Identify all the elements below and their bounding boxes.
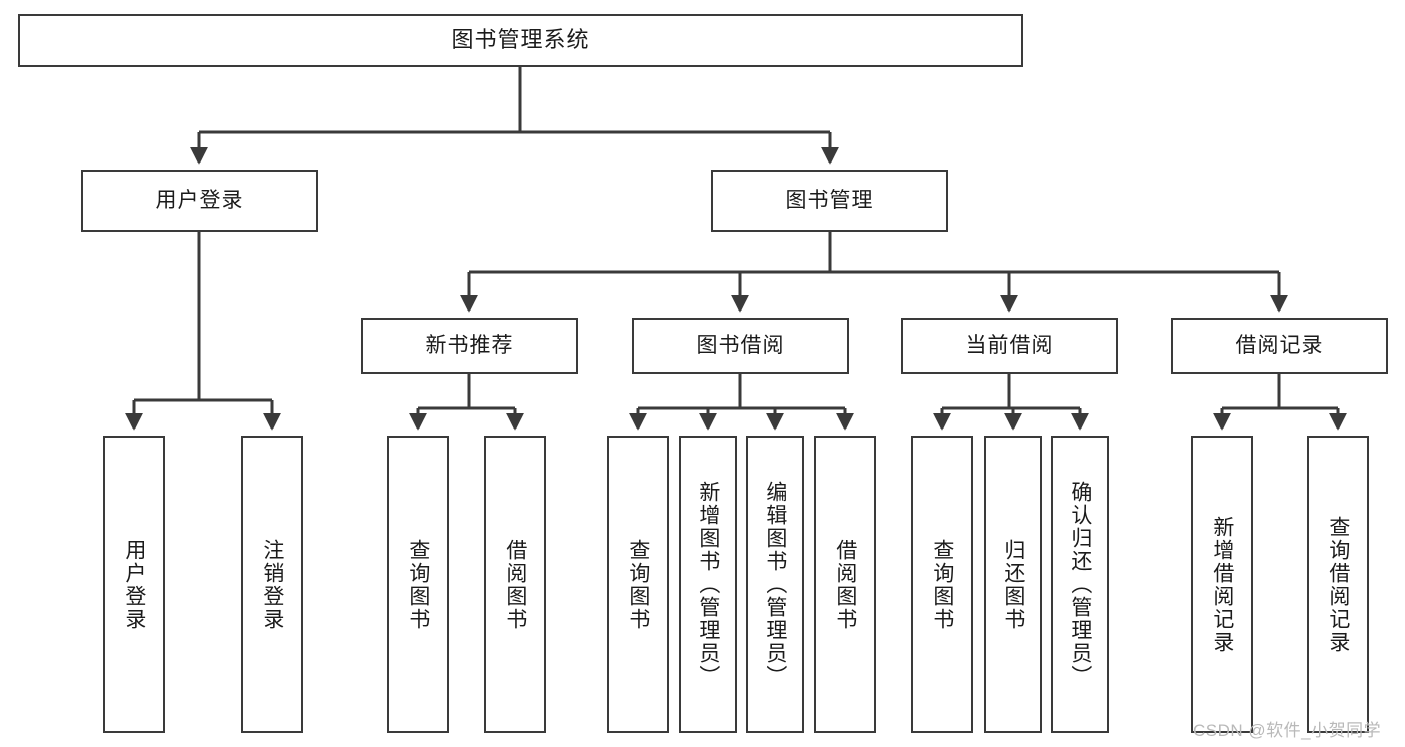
node-user-login[interactable]: 用户登录	[81, 170, 318, 232]
leaf-leaf-query-record[interactable]: 查询借阅记录	[1307, 436, 1369, 733]
leaf-label: 用户登录	[122, 538, 146, 631]
leaf-leaf-return-book[interactable]: 归还图书	[984, 436, 1042, 733]
leaf-leaf-confirm-return[interactable]: 确认归还（管理员）	[1051, 436, 1109, 733]
leaf-label: 归还图书	[1001, 538, 1025, 631]
leaf-label: 借阅图书	[503, 538, 527, 631]
leaf-leaf-user-login[interactable]: 用户登录	[103, 436, 165, 733]
node-new-book-recommend[interactable]: 新书推荐	[361, 318, 578, 374]
node-label: 新书推荐	[425, 334, 514, 358]
leaf-label: 新增图书（管理员）	[696, 481, 720, 688]
node-borrow-record[interactable]: 借阅记录	[1171, 318, 1388, 374]
leaf-leaf-query-book-1[interactable]: 查询图书	[387, 436, 449, 733]
leaf-leaf-borrow-book-2[interactable]: 借阅图书	[814, 436, 876, 733]
leaf-label: 新增借阅记录	[1210, 515, 1234, 654]
node-book-manage[interactable]: 图书管理	[711, 170, 948, 232]
leaf-leaf-logout[interactable]: 注销登录	[241, 436, 303, 733]
leaf-label: 查询借阅记录	[1326, 515, 1350, 654]
leaf-label: 注销登录	[260, 538, 284, 631]
leaf-label: 确认归还（管理员）	[1068, 481, 1092, 688]
node-root-label: 图书管理系统	[451, 27, 590, 53]
watermark: CSDN @软件_小贺同学	[1193, 721, 1382, 740]
node-label: 用户登录	[155, 189, 244, 213]
leaf-label: 查询图书	[626, 538, 650, 631]
node-root[interactable]: 图书管理系统	[18, 14, 1023, 67]
leaf-leaf-add-book[interactable]: 新增图书（管理员）	[679, 436, 737, 733]
leaf-leaf-query-book-2[interactable]: 查询图书	[607, 436, 669, 733]
leaf-label: 查询图书	[406, 538, 430, 631]
leaf-leaf-edit-book[interactable]: 编辑图书（管理员）	[746, 436, 804, 733]
leaf-leaf-borrow-book-1[interactable]: 借阅图书	[484, 436, 546, 733]
node-book-borrow[interactable]: 图书借阅	[632, 318, 849, 374]
node-label: 图书借阅	[696, 334, 785, 358]
leaf-label: 查询图书	[930, 538, 954, 631]
node-current-borrow[interactable]: 当前借阅	[901, 318, 1118, 374]
node-label: 当前借阅	[965, 334, 1054, 358]
leaf-leaf-query-book-3[interactable]: 查询图书	[911, 436, 973, 733]
node-label: 借阅记录	[1235, 334, 1324, 358]
leaf-leaf-add-record[interactable]: 新增借阅记录	[1191, 436, 1253, 733]
node-label: 图书管理	[785, 189, 874, 213]
leaf-label: 借阅图书	[833, 538, 857, 631]
leaf-label: 编辑图书（管理员）	[763, 481, 787, 688]
